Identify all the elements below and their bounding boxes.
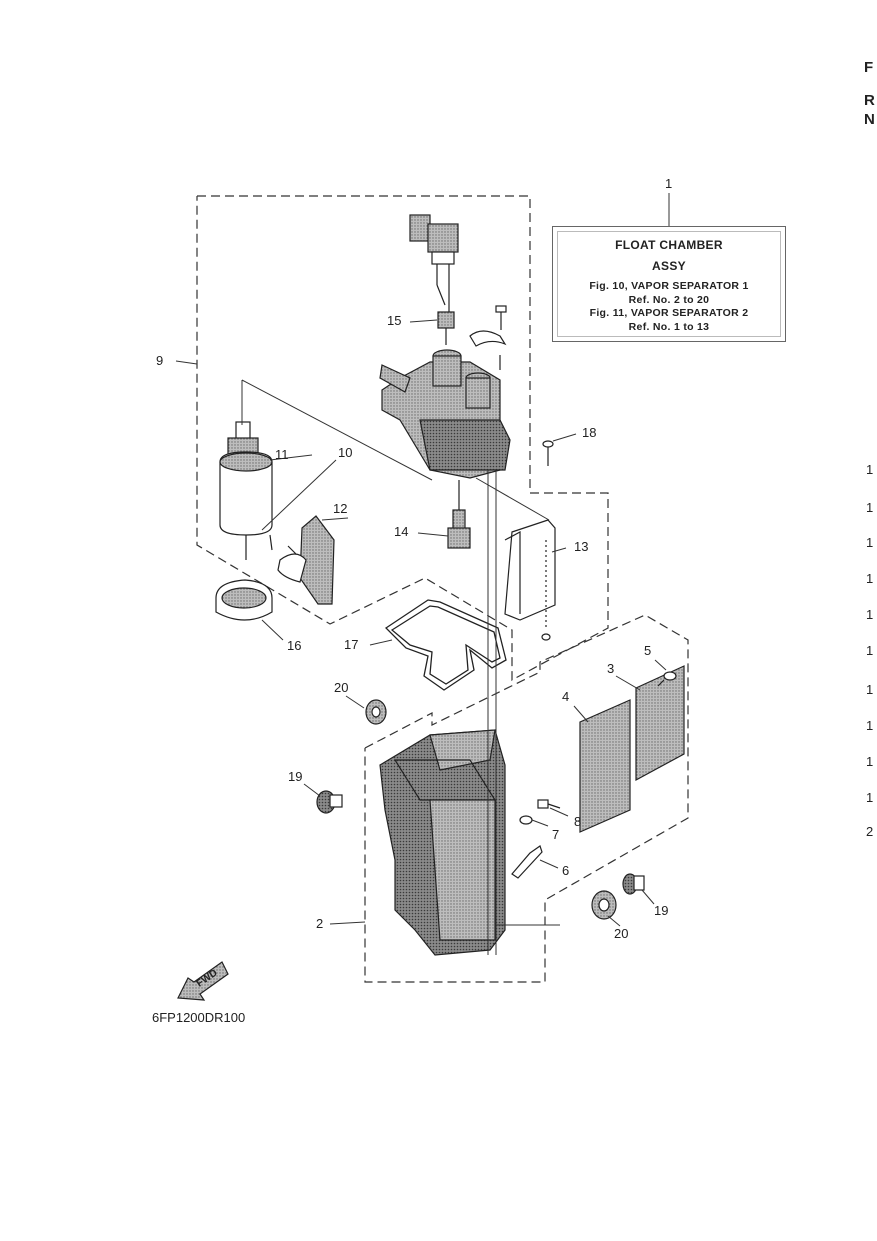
assembly-outline-9: [196, 195, 609, 682]
plate-3: [635, 665, 685, 782]
holder-16: [215, 579, 273, 621]
edge-letter-n: N: [864, 111, 875, 128]
harness-connector: [409, 214, 459, 345]
fuel-pump-11: [219, 421, 273, 560]
edge-letter-f: F: [864, 59, 874, 76]
screw-18: [542, 440, 554, 466]
edge-letter-r: R: [864, 92, 875, 109]
part-number-19-left: 19: [288, 769, 303, 784]
gasket-17: [384, 599, 507, 691]
edge-digit: 1: [866, 500, 874, 515]
edge-digit: 1: [866, 682, 874, 697]
part-number-3: 3: [607, 661, 615, 676]
retainer-clip: [469, 305, 507, 370]
callout-fig10: Fig. 10, VAPOR SEPARATOR 1: [589, 280, 749, 292]
edge-digit: 1: [866, 643, 874, 658]
part-number-18: 18: [582, 425, 597, 440]
part-number-8: 8: [574, 814, 582, 829]
float-13: [504, 519, 556, 641]
edge-digit: 1: [866, 718, 874, 733]
part-number-9: 9: [156, 353, 164, 368]
part-number-20-right: 20: [614, 926, 629, 941]
part-number-19-right: 19: [654, 903, 669, 918]
filter-12: [269, 515, 335, 605]
edge-digit: 2: [866, 824, 874, 839]
edge-digit: 1: [866, 571, 874, 586]
part-number-12: 12: [333, 501, 348, 516]
callout-inner-frame: FLOAT CHAMBER ASSY Fig. 10, VAPOR SEPARA…: [557, 231, 781, 337]
assembly-outline-2: [364, 614, 689, 983]
callout-fig11: Fig. 11, VAPOR SEPARATOR 2: [589, 307, 749, 319]
callout-title-line2: ASSY: [652, 259, 686, 273]
part-number-2: 2: [316, 916, 324, 931]
part-number-5: 5: [644, 643, 652, 658]
edge-digit: 1: [866, 754, 874, 769]
chamber-body-2: [379, 729, 506, 956]
edge-digit: 1: [866, 607, 874, 622]
part-number-13: 13: [574, 539, 589, 554]
part-number-11: 11: [275, 447, 289, 462]
part-number-17: 17: [344, 637, 359, 652]
part-number-7: 7: [552, 827, 560, 842]
edge-digit: 1: [866, 790, 874, 805]
part-number-10: 10: [338, 445, 353, 460]
edge-digit: 1: [866, 535, 874, 550]
part-number-1: 1: [665, 176, 673, 191]
part-number-14: 14: [394, 524, 409, 539]
screw-5: [657, 671, 677, 687]
assembly-callout-box: FLOAT CHAMBER ASSY Fig. 10, VAPOR SEPARA…: [552, 226, 786, 342]
edge-digit: 1: [866, 462, 874, 477]
diagram-code: 6FP1200DR100: [152, 1010, 246, 1025]
needle-valve-14: [447, 480, 471, 549]
fwd-arrow-icon: [177, 961, 229, 1001]
part-number-4: 4: [562, 689, 570, 704]
callout-fig10-ref: Ref. No. 2 to 20: [628, 293, 710, 306]
plug-19-right: [622, 873, 645, 895]
callout-fig11-ref: Ref. No. 1 to 13: [628, 320, 710, 333]
plate-4: [579, 699, 631, 833]
part-number-20-top: 20: [334, 680, 349, 695]
plug-20-top: [365, 699, 387, 725]
part-number-16: 16: [287, 638, 302, 653]
separator-cover: [379, 349, 511, 479]
part-number-6: 6: [562, 863, 570, 878]
part-number-15: 15: [387, 313, 402, 328]
plug-20-right: [591, 890, 617, 920]
guide-lines: [241, 379, 560, 955]
callout-title-line1: FLOAT CHAMBER: [615, 238, 723, 252]
small-parts-6-7-8: [511, 799, 561, 879]
leader-lines: [175, 193, 670, 927]
plug-19-left: [316, 790, 343, 814]
